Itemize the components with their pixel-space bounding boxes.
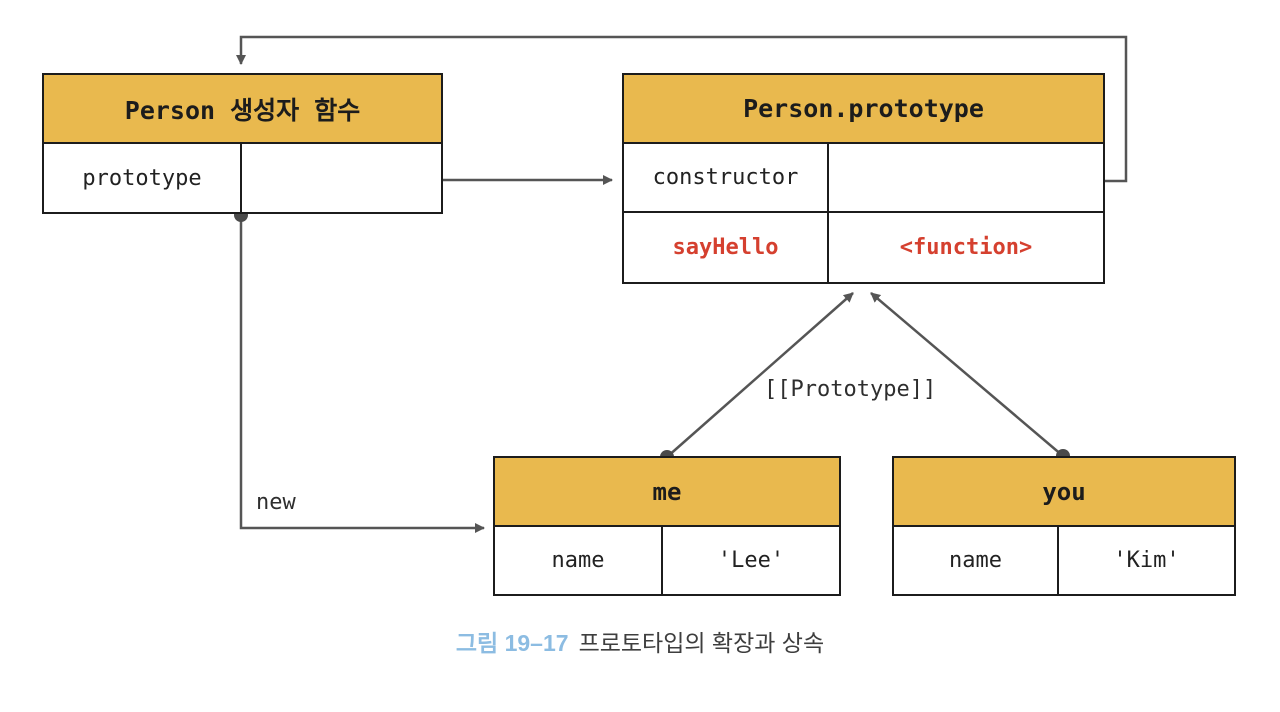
person-constructor-box-title: Person 생성자 함수 — [44, 75, 441, 144]
person-prototype-box-title: Person.prototype — [624, 75, 1103, 144]
me-instance-box-title: me — [495, 458, 839, 527]
sayhello-row: sayHello <function> — [624, 211, 1103, 282]
constructor-value-cell — [829, 144, 1103, 211]
figure-caption-text: 프로토타입의 확장과 상속 — [578, 630, 825, 656]
me-instance-box: me name 'Lee' — [493, 456, 841, 596]
prototype-link-label: [[Prototype]] — [764, 377, 937, 402]
me-name-row: name 'Lee' — [495, 527, 839, 594]
figure-number: 그림 19–17 — [455, 630, 569, 656]
person-prototype-box: Person.prototype constructor sayHello <f… — [622, 73, 1105, 284]
you-instance-box-title: you — [894, 458, 1234, 527]
sayhello-value-cell: <function> — [899, 235, 1033, 260]
you-instance-box: you name 'Kim' — [892, 456, 1236, 596]
you-name-row: name 'Kim' — [894, 527, 1234, 594]
person-constructor-box: Person 생성자 함수 prototype — [42, 73, 443, 214]
person-prototype-row: prototype — [44, 144, 441, 212]
constructor-row: constructor — [624, 144, 1103, 211]
person-prototype-value-cell — [242, 144, 441, 212]
person-prototype-key-cell: prototype — [44, 144, 242, 212]
me-name-value-cell: 'Lee' — [717, 548, 785, 573]
sayhello-key-cell: sayHello — [624, 213, 829, 282]
me-prototype-link-line — [666, 292, 854, 458]
constructor-key-cell: constructor — [624, 144, 829, 211]
you-prototype-link-line — [870, 292, 1064, 457]
figure-caption: 그림 19–17 프로토타입의 확장과 상속 — [0, 624, 1280, 658]
you-name-key-cell: name — [894, 527, 1059, 594]
me-name-key-cell: name — [495, 527, 663, 594]
you-name-value-cell: 'Kim' — [1113, 548, 1180, 573]
new-operator-label: new — [256, 490, 296, 515]
new-operator-line — [239, 215, 485, 533]
